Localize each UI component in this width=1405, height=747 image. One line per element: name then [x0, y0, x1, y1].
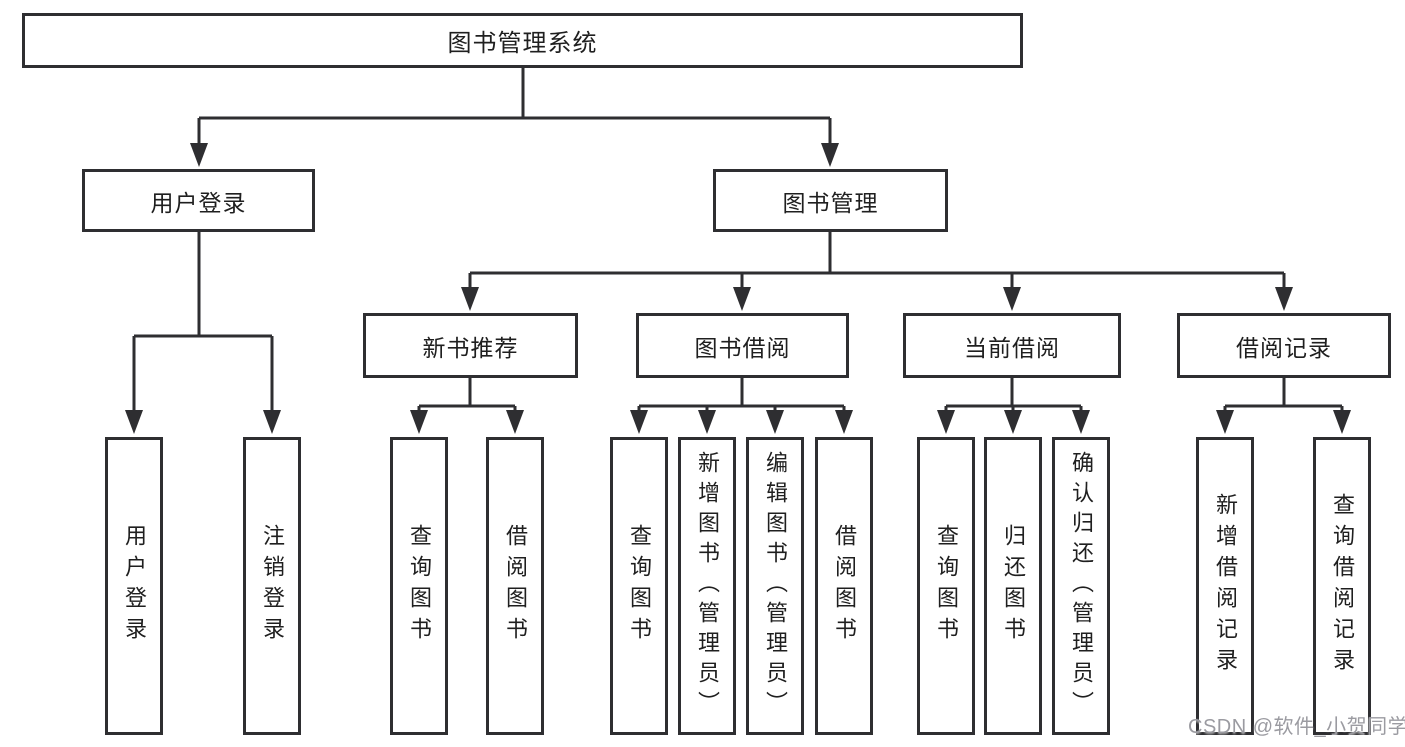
node-current-borrowing: 当前借阅 [903, 313, 1121, 378]
node-label: 图书借阅 [694, 334, 791, 361]
leaf-add-borrow-record: 新增借阅记录 [1196, 437, 1254, 735]
node-label: 图书管理系统 [447, 30, 598, 57]
node-book-borrowing: 图书借阅 [636, 313, 849, 378]
leaf-label: 借阅图书 [503, 524, 528, 648]
leaf-borrow-books: 借阅图书 [815, 437, 873, 735]
node-borrowing-records: 借阅记录 [1177, 313, 1391, 378]
leaf-label: 新增图书（管理员） [695, 451, 720, 721]
node-label: 用户登录 [150, 189, 247, 216]
leaf-query-books: 查询图书 [917, 437, 975, 735]
node-label: 借阅记录 [1236, 334, 1332, 361]
leaf-label: 归还图书 [1001, 524, 1026, 648]
leaf-label: 查询图书 [627, 524, 652, 648]
leaf-query-books: 查询图书 [390, 437, 448, 735]
leaf-logout: 注销登录 [243, 437, 301, 735]
node-label: 新书推荐 [422, 334, 519, 361]
leaf-label: 用户登录 [122, 524, 147, 648]
leaf-borrow-books: 借阅图书 [486, 437, 544, 735]
leaf-confirm-return-admin: 确认归还（管理员） [1052, 437, 1110, 735]
leaf-return-books: 归还图书 [984, 437, 1042, 735]
node-book-management: 图书管理 [713, 169, 948, 232]
leaf-edit-books-admin: 编辑图书（管理员） [746, 437, 804, 735]
leaf-label: 编辑图书（管理员） [763, 451, 788, 721]
node-user-login: 用户登录 [82, 169, 315, 232]
leaf-label: 查询图书 [934, 524, 959, 648]
node-label: 图书管理 [782, 189, 879, 216]
leaf-label: 新增借阅记录 [1213, 493, 1238, 679]
node-library-system: 图书管理系统 [22, 13, 1023, 68]
leaf-user-login: 用户登录 [105, 437, 163, 735]
leaf-query-borrow-record: 查询借阅记录 [1313, 437, 1371, 735]
node-label: 当前借阅 [964, 334, 1060, 361]
watermark: CSDN @软件_小贺同学 [1188, 716, 1405, 738]
node-new-book-recommend: 新书推荐 [363, 313, 578, 378]
leaf-add-books-admin: 新增图书（管理员） [678, 437, 736, 735]
leaf-label: 注销登录 [260, 524, 285, 648]
leaf-label: 借阅图书 [832, 524, 857, 648]
leaf-label: 确认归还（管理员） [1069, 451, 1094, 721]
leaf-label: 查询图书 [407, 524, 432, 648]
leaf-label: 查询借阅记录 [1330, 493, 1355, 679]
leaf-query-books: 查询图书 [610, 437, 668, 735]
